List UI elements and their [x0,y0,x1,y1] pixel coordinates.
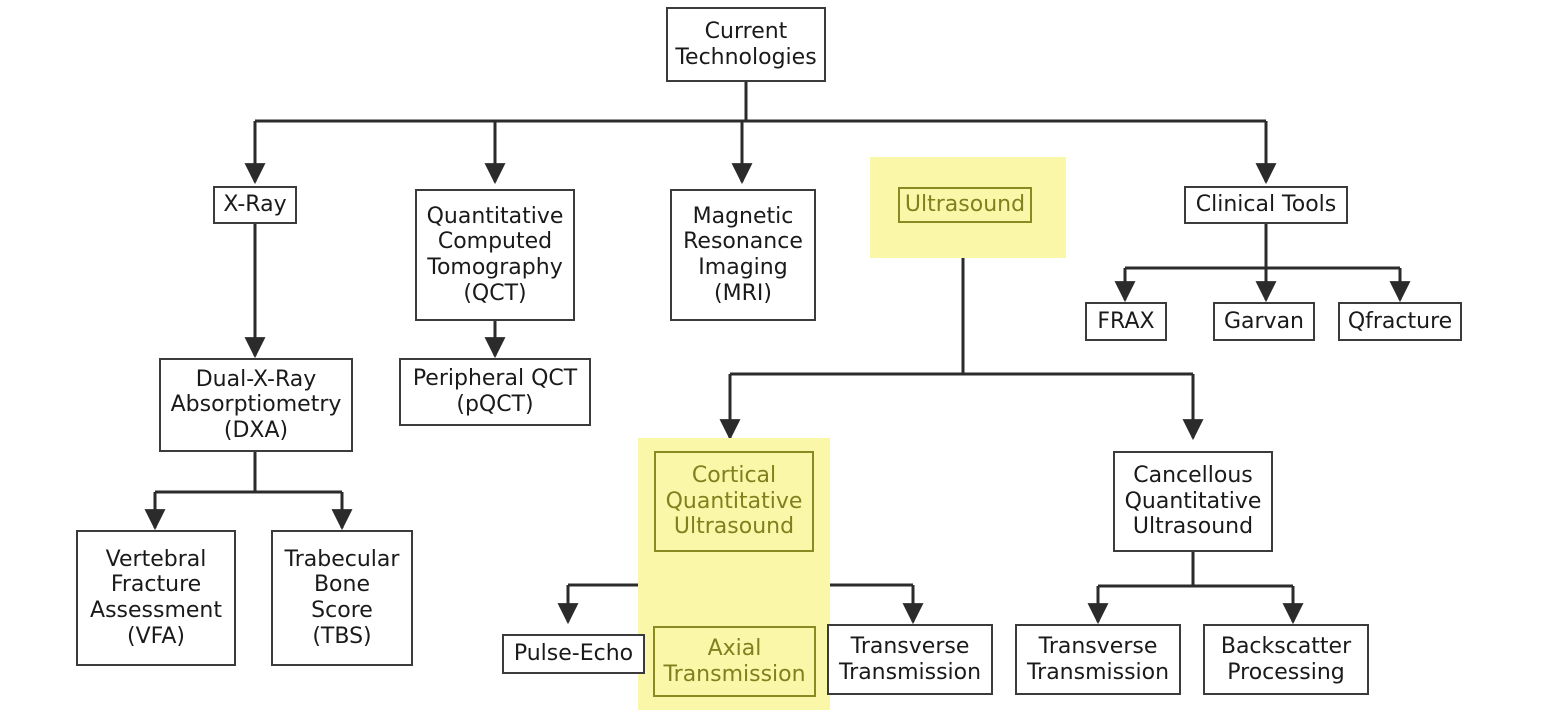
node-transverse-transmission-cancellous[interactable]: Transverse Transmission [1015,624,1181,695]
node-qct[interactable]: Quantitative Computed Tomography (QCT) [415,189,575,321]
node-transverse-transmission-cortical[interactable]: Transverse Transmission [827,624,993,695]
node-cancellous-qus[interactable]: Cancellous Quantitative Ultrasound [1113,451,1273,552]
node-backscatter-processing[interactable]: Backscatter Processing [1203,624,1369,695]
node-tbs[interactable]: Trabecular Bone Score (TBS) [271,530,413,666]
node-ultrasound[interactable]: Ultrasound [898,187,1032,223]
node-root[interactable]: Current Technologies [666,7,826,82]
node-pqct[interactable]: Peripheral QCT (pQCT) [399,358,591,426]
node-pulse-echo[interactable]: Pulse-Echo [502,634,645,674]
node-cortical-qus[interactable]: Cortical Quantitative Ultrasound [654,451,814,552]
node-mri[interactable]: Magnetic Resonance Imaging (MRI) [670,189,816,321]
node-frax[interactable]: FRAX [1085,302,1167,341]
node-clinical-tools[interactable]: Clinical Tools [1184,186,1348,224]
node-garvan[interactable]: Garvan [1213,302,1315,341]
highlight-band-cortical-qus [638,438,830,710]
node-dxa[interactable]: Dual-X-Ray Absorptiometry (DXA) [159,358,353,452]
node-qfracture[interactable]: Qfracture [1338,302,1462,341]
node-vfa[interactable]: Vertebral Fracture Assessment (VFA) [76,530,236,666]
node-xray[interactable]: X-Ray [213,186,297,224]
node-axial-transmission[interactable]: Axial Transmission [653,626,816,697]
